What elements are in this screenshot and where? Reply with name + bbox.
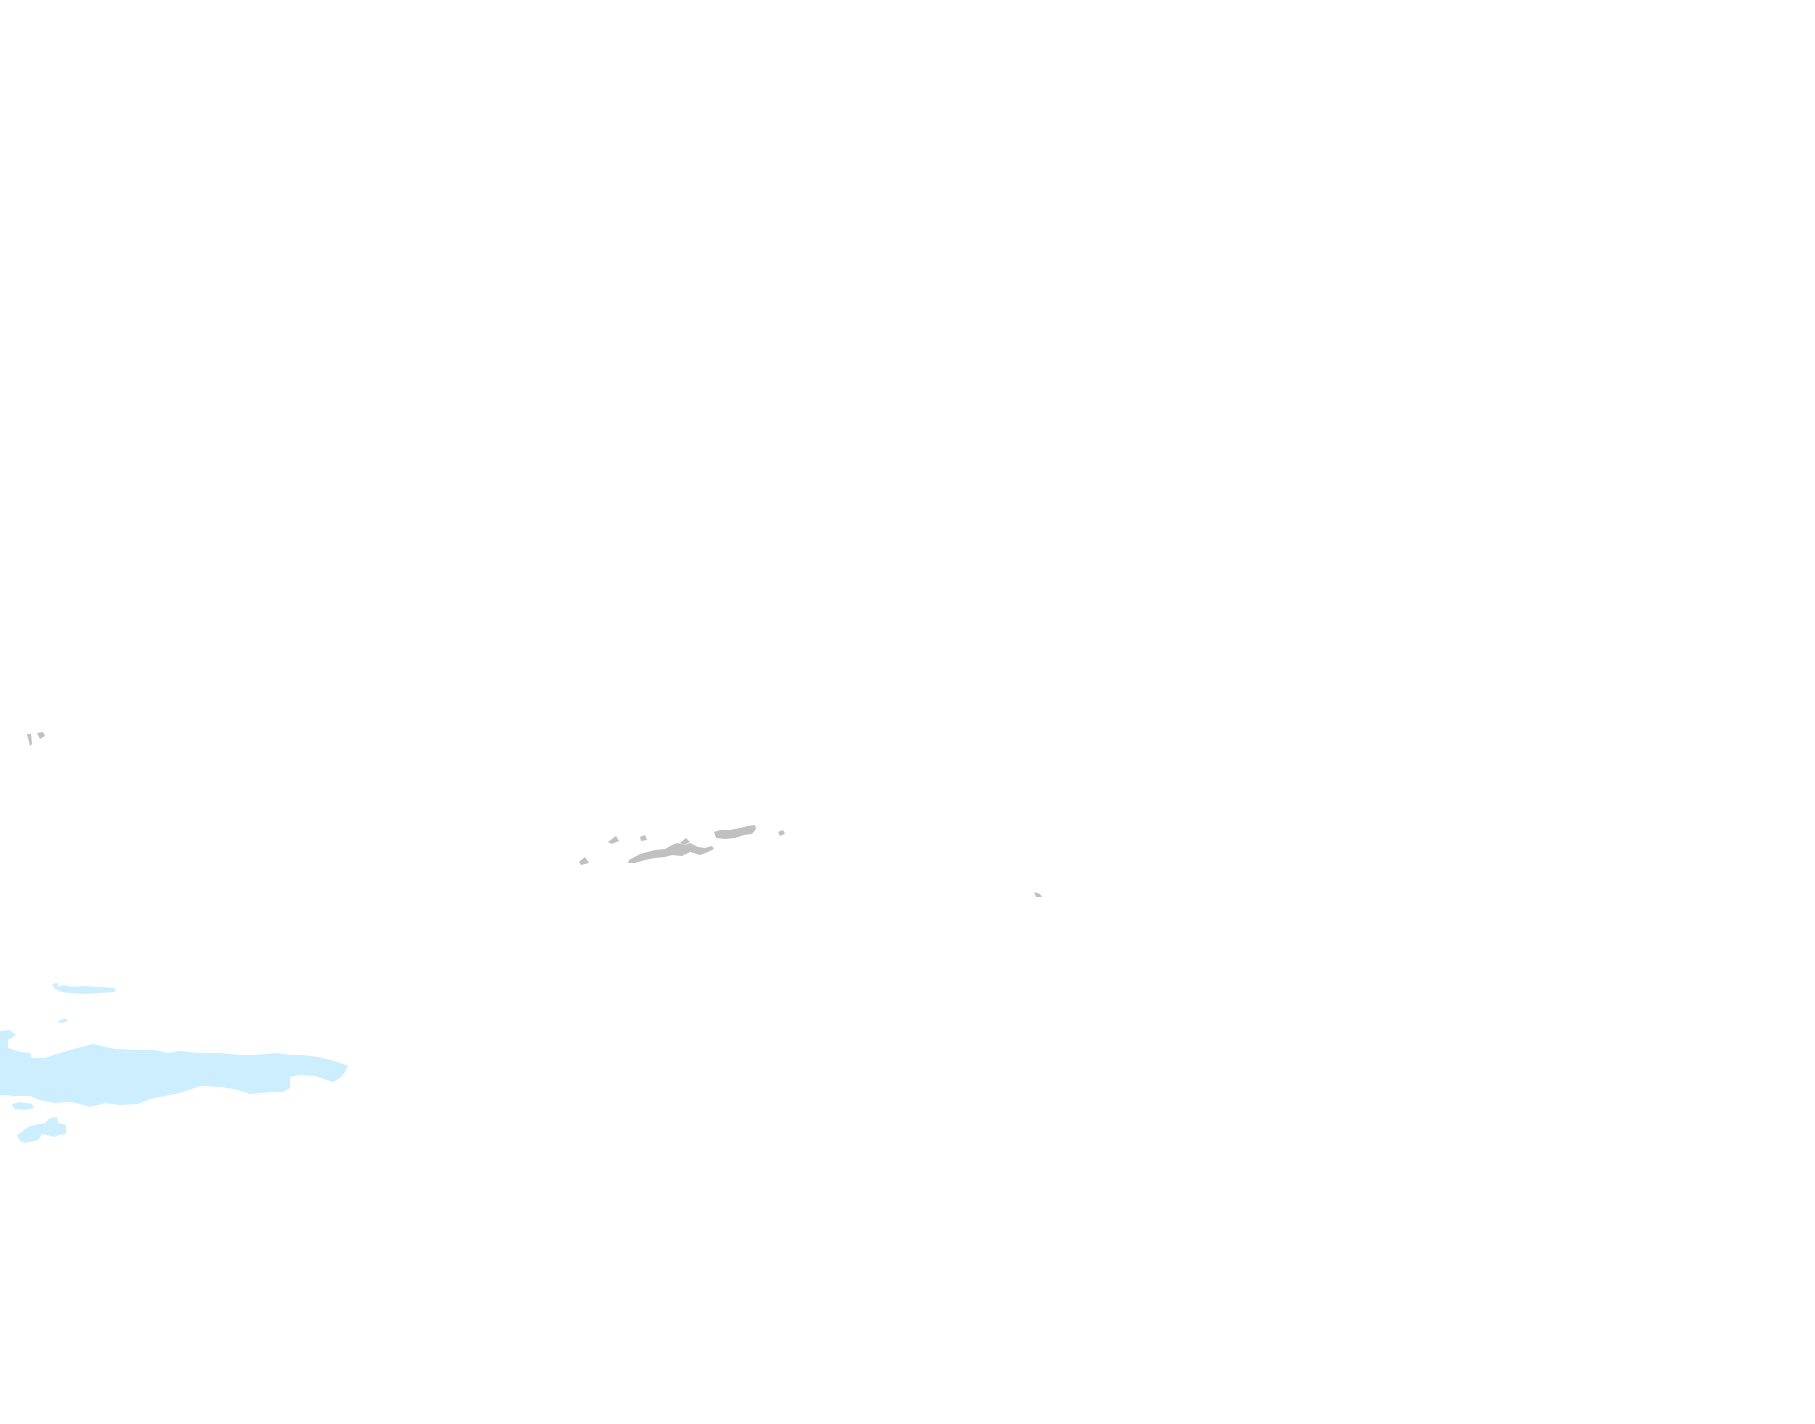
grey-islet-3[interactable] xyxy=(579,857,589,865)
grey-islet-6[interactable] xyxy=(1034,892,1042,897)
grey-islet-5[interactable] xyxy=(778,830,785,836)
highlighted-region[interactable] xyxy=(0,983,348,1143)
other-land[interactable] xyxy=(27,732,1042,897)
grey-islet-7[interactable] xyxy=(27,734,32,746)
southern-island[interactable] xyxy=(17,1117,66,1143)
main-island[interactable] xyxy=(0,1030,348,1107)
grey-island-east[interactable] xyxy=(714,825,756,839)
grey-islet-8[interactable] xyxy=(37,732,45,739)
main-grey-island[interactable] xyxy=(628,843,714,863)
grey-islet-4[interactable] xyxy=(680,838,690,845)
southern-islet[interactable] xyxy=(12,1102,34,1110)
islet[interactable] xyxy=(57,1018,68,1023)
north-island[interactable] xyxy=(52,983,115,994)
grey-islet-2[interactable] xyxy=(640,835,647,841)
grey-islet-1[interactable] xyxy=(608,836,619,844)
